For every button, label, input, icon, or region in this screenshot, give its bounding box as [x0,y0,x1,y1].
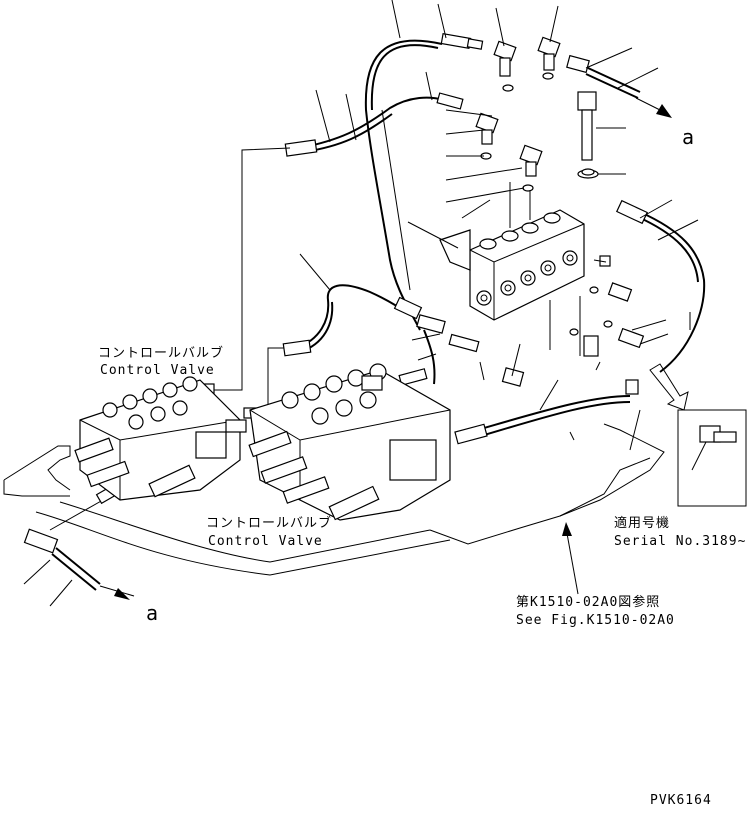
control-valve-upper-en: Control Valve [100,363,215,378]
side-fittings [569,255,645,395]
serial-applicability-en: Serial No.3189~ [614,534,746,549]
detail-arrow [649,363,689,411]
arrow-label-a-top: a [682,125,694,149]
control-valve-lower-en: Control Valve [208,534,323,549]
leader-lines [23,0,699,607]
arrow-label-a-bottom: a [146,601,158,625]
control-valve-left [74,376,247,501]
elbow-fittings [475,36,595,192]
arrow-top-a [635,97,672,118]
fig-ref-jp: 第K1510-02A0図参照 [516,594,660,610]
detail-inset [677,409,747,507]
arrow-bottom-a [99,585,135,600]
control-valve-right [248,363,451,521]
drawing-code: PVK6164 [650,793,712,808]
fig-ref-en: See Fig.K1510-02A0 [516,613,675,628]
hydraulic-hoses [23,32,706,591]
control-valve-lower-jp: コントロールバルブ [206,515,332,531]
pilot-valve-block [439,209,585,321]
control-valve-upper-jp: コントロールバルブ [98,345,224,361]
fig-ref-leader [562,522,579,595]
mounting-bolt [577,91,626,179]
serial-applicability-jp: 適用号機 [614,515,670,531]
